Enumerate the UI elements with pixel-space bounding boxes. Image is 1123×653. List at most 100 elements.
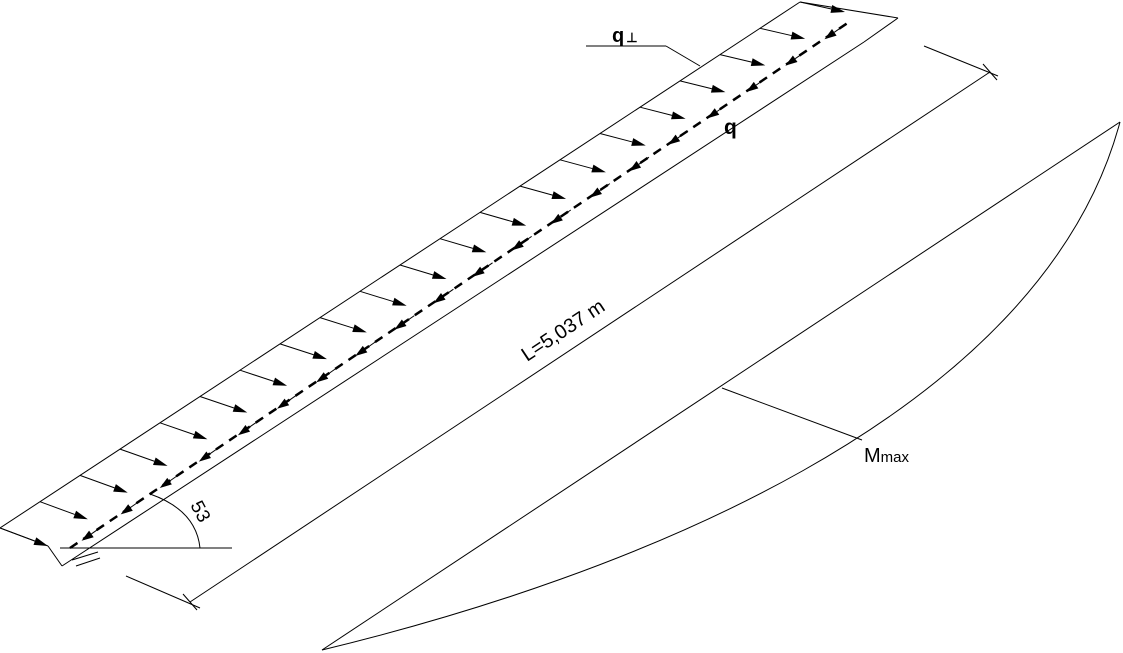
ground-tick-2: [75, 557, 101, 567]
load-arrow-axis-14-shaft: [599, 183, 611, 192]
load-arrow-perp-14-shaft: [519, 185, 553, 196]
moment-baseline: [321, 121, 1121, 651]
load-arrow-axis-3-head: [159, 477, 172, 488]
load-arrow-perp-13-head: [511, 217, 527, 226]
length-dimension: L=5,037 m: [125, 45, 999, 611]
dimension-extension-right: [923, 45, 999, 77]
load-arrow-perp-3-head: [113, 484, 128, 493]
load-arrow-perp-16-shaft: [599, 133, 633, 143]
q-perp-leader-diagonal: [665, 45, 701, 67]
load-arrow-perp-6-shaft: [199, 396, 235, 409]
load-arrow-perp-18-shaft: [679, 80, 712, 90]
load-arrow-perp-20-head: [790, 31, 806, 40]
load-arrow-axis-3-shaft: [169, 473, 181, 482]
load-arrow-perp-19-head: [750, 58, 766, 67]
load-arrow-perp-9-head: [352, 324, 367, 333]
length-label: L=5,037 m: [518, 295, 609, 366]
load-arrow-perp-7-head: [272, 377, 288, 386]
load-arrow-axis-6-head: [277, 398, 290, 409]
load-arrow-axis-18-shaft: [755, 77, 767, 86]
load-arrow-axis-5-shaft: [247, 420, 259, 429]
load-arrow-axis-1-head: [81, 530, 94, 541]
load-arrow-axis-18-head: [746, 81, 759, 92]
ground-tick-1: [71, 551, 99, 561]
load-arrow-perp-3-shaft: [79, 474, 115, 489]
load-arrow-perp-11-head: [431, 271, 447, 279]
load-arrow-perp-10-shaft: [359, 290, 394, 303]
q-perp-label: q⊥: [612, 25, 638, 47]
load-arrow-perp-16-head: [631, 138, 646, 146]
load-arrow-axis-14-head: [589, 187, 602, 198]
dimension-tick-right: [982, 63, 998, 81]
load-band-bottom-edge: [61, 41, 865, 567]
load-arrows-axial: [81, 24, 845, 541]
load-arrow-axis-15-head: [628, 161, 642, 172]
load-arrow-axis-19-shaft: [794, 51, 806, 60]
load-arrow-axis-15-shaft: [638, 156, 650, 165]
load-band-end-top: [799, 1, 899, 19]
load-arrow-axis-11-shaft: [482, 262, 493, 271]
load-arrow-axis-17-head: [707, 108, 720, 119]
load-arrow-perp-17-head: [671, 111, 686, 120]
load-arrow-axis-17-shaft: [716, 103, 728, 112]
slope-angle: 53: [60, 493, 232, 567]
load-arrow-perp-13-shaft: [479, 211, 513, 223]
load-arrow-axis-4-head: [198, 451, 211, 462]
load-arrow-perp-11-shaft: [399, 264, 434, 276]
load-arrow-axis-20-head: [824, 29, 837, 40]
mmax-label: Mmax: [864, 445, 910, 467]
load-arrow-perp-1-head: [33, 537, 48, 546]
load-arrow-perp-18-head: [710, 84, 726, 93]
q-label: q: [724, 116, 737, 139]
load-arrow-axis-13-shaft: [560, 209, 572, 218]
load-arrow-perp-17-shaft: [639, 106, 673, 116]
load-arrow-perp-4-head: [153, 457, 168, 466]
load-arrow-axis-20-shaft: [833, 24, 845, 33]
moment-parabola: [321, 121, 1121, 651]
load-arrow-perp-7-shaft: [239, 369, 274, 382]
load-arrow-axis-9-shaft: [403, 315, 415, 324]
load-arrow-axis-12-shaft: [521, 235, 532, 244]
load-arrow-perp-8-head: [312, 350, 327, 360]
load-arrow-axis-2-shaft: [130, 499, 141, 508]
load-arrow-axis-8-shaft: [364, 341, 376, 350]
dimension-line: [189, 71, 991, 603]
dimension-extension-left: [125, 575, 201, 609]
perpendicular-load-band: [0, 1, 899, 567]
load-arrow-perp-2-shaft: [39, 501, 75, 515]
load-arrow-axis-7-shaft: [325, 367, 337, 376]
load-arrow-axis-5-head: [237, 425, 251, 436]
load-arrow-perp-6-head: [232, 404, 248, 413]
load-arrow-perp-12-head: [471, 244, 487, 253]
load-labels: q⊥ q: [586, 25, 737, 139]
load-arrow-axis-12-head: [511, 240, 524, 251]
load-arrow-perp-15-shaft: [559, 159, 593, 170]
load-arrow-perp-21-head: [830, 5, 845, 13]
load-arrow-axis-13-head: [550, 213, 563, 224]
load-arrow-axis-2-head: [120, 504, 133, 515]
load-arrow-axis-1-shaft: [91, 526, 102, 535]
load-arrow-perp-5-shaft: [159, 422, 195, 436]
load-arrow-perp-9-shaft: [319, 317, 354, 329]
load-arrow-perp-4-shaft: [119, 448, 155, 462]
mmax-leader: [721, 387, 863, 441]
load-arrow-axis-11-head: [472, 266, 485, 277]
load-arrow-perp-2-head: [73, 510, 88, 520]
load-band-end-right: [863, 17, 899, 43]
load-arrow-perp-15-head: [591, 164, 606, 173]
load-arrow-perp-5-head: [192, 430, 208, 440]
load-arrow-axis-6-shaft: [286, 394, 298, 403]
load-arrow-perp-14-head: [551, 191, 567, 200]
load-arrow-axis-10-head: [433, 293, 446, 304]
angle-label: 53: [186, 497, 214, 526]
load-arrow-perp-10-head: [392, 297, 407, 306]
load-arrow-perp-21-shaft: [799, 1, 832, 10]
load-arrows-perpendicular: [0, 1, 845, 546]
load-arrow-perp-20-shaft: [759, 27, 792, 37]
load-arrow-axis-4-shaft: [208, 447, 220, 456]
load-arrow-perp-19-shaft: [719, 54, 752, 63]
load-arrow-axis-19-head: [785, 55, 798, 66]
load-arrow-perp-8-shaft: [279, 343, 314, 356]
